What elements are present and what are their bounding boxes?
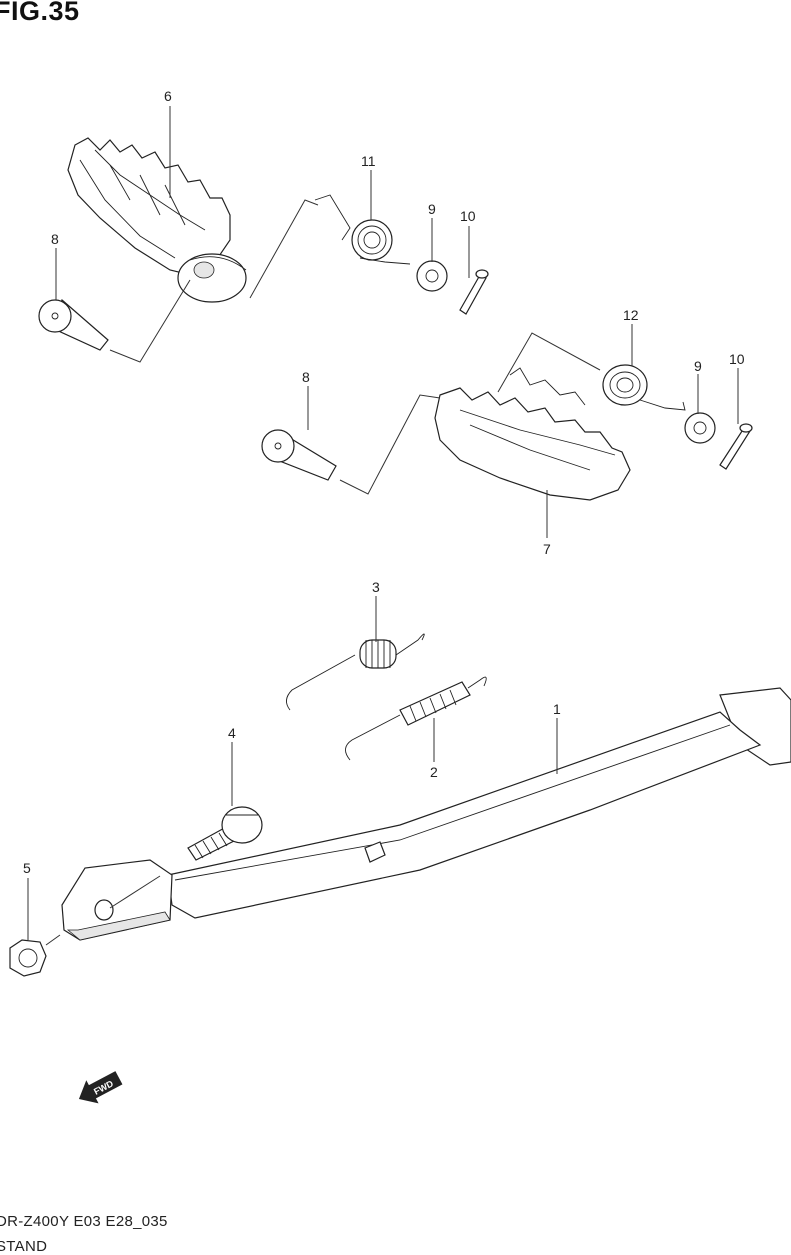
spring-12 — [602, 364, 686, 411]
callout-labels: 6 11 9 10 8 12 9 10 8 7 3 1 4 2 5 — [23, 88, 745, 876]
nut-5 — [9, 939, 47, 977]
figure-title: FIG.35 — [0, 0, 80, 26]
diagram-name: STAND — [0, 1238, 48, 1255]
leader-lines — [27, 106, 739, 946]
washer-9-right — [684, 412, 716, 444]
callout-10: 10 — [460, 208, 476, 224]
side-stand — [61, 687, 791, 941]
callout-11: 11 — [361, 153, 376, 169]
callout-7: 7 — [543, 541, 551, 557]
callout-12: 12 — [623, 307, 639, 323]
footpeg-left — [67, 137, 247, 303]
callout-2: 2 — [430, 764, 438, 780]
callout-9: 9 — [428, 201, 436, 217]
pin-8-right — [261, 429, 337, 481]
footpeg-right — [434, 367, 631, 501]
callout-8: 8 — [302, 369, 310, 385]
callout-4: 4 — [228, 725, 236, 741]
callout-3: 3 — [372, 579, 380, 595]
spring-11 — [314, 194, 411, 265]
pin-8-left — [38, 298, 109, 351]
callout-5: 5 — [23, 860, 31, 876]
fwd-arrow-icon: FWD — [78, 1071, 123, 1104]
spring-3 — [286, 633, 425, 711]
diagram-code: DR-Z400Y E03 E28_035 — [0, 1213, 168, 1230]
bolt-4 — [187, 806, 263, 861]
callout-8: 8 — [51, 231, 59, 247]
callout-10: 10 — [729, 351, 745, 367]
callout-6: 6 — [164, 88, 172, 104]
washer-9-left — [416, 260, 448, 292]
callout-1: 1 — [553, 701, 561, 717]
spring-2 — [345, 676, 487, 761]
cotter-pin-10-right — [719, 423, 753, 470]
callout-9: 9 — [694, 358, 702, 374]
cotter-pin-10-left — [459, 269, 489, 315]
